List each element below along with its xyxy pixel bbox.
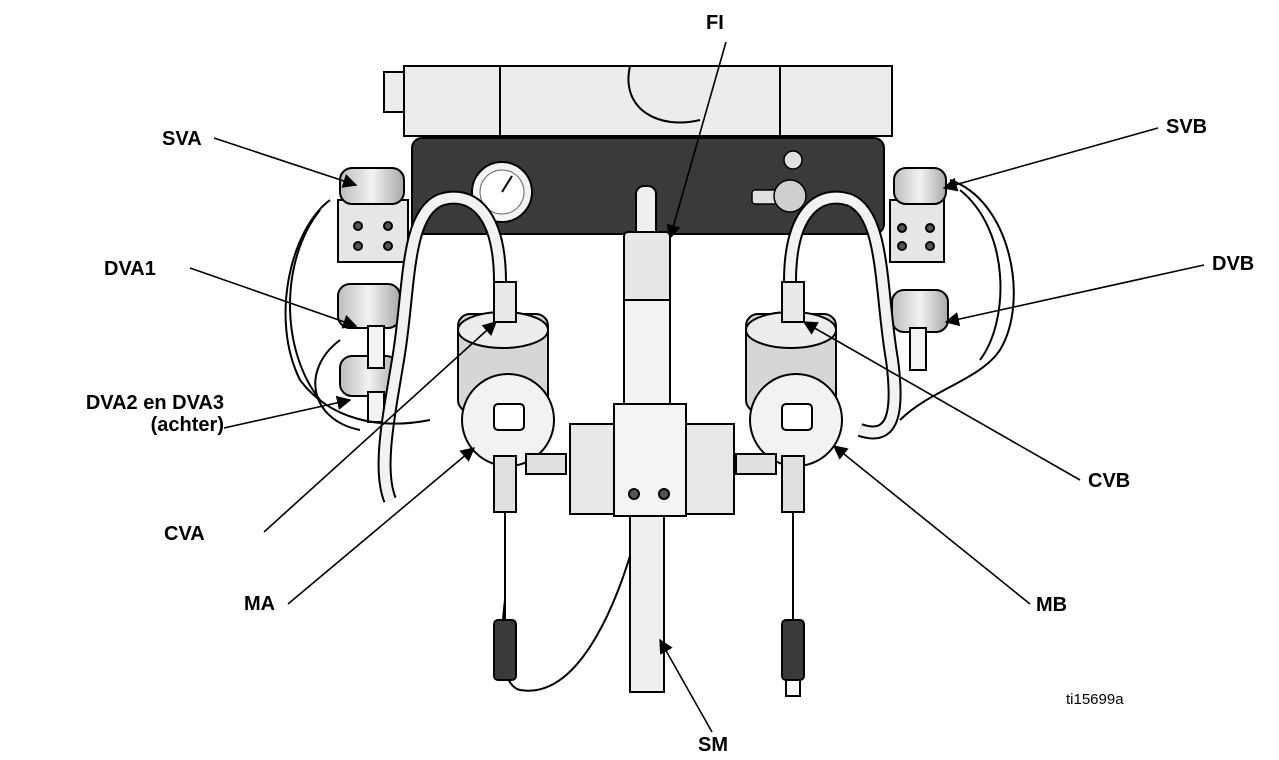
callout-dva2-line2: (achter) <box>150 414 224 436</box>
leader-dva1 <box>189 267 358 329</box>
callout-cvb: CVB <box>1088 470 1131 492</box>
callout-dva2-dva3: DVA2 en DVA3 (achter) <box>10 392 224 436</box>
callout-cva: CVA <box>164 523 205 545</box>
callout-dvb: DVB <box>1212 253 1255 275</box>
leader-cva <box>263 321 498 533</box>
leader-sva <box>213 137 358 188</box>
figure-id: ti15699a <box>1066 691 1124 708</box>
leader-lines <box>189 41 1205 733</box>
hoses <box>284 65 1015 692</box>
leader-dvb <box>944 264 1205 327</box>
leader-cvb <box>802 321 1081 481</box>
left-meter <box>457 281 567 681</box>
callout-ma: MA <box>244 593 276 615</box>
leader-fi <box>666 41 727 240</box>
leader-mb <box>832 445 1031 605</box>
callout-mb: MB <box>1036 594 1068 616</box>
leader-svb <box>942 127 1159 192</box>
leader-ma <box>287 447 476 605</box>
callout-sm: SM <box>698 734 728 756</box>
leader-sm <box>659 638 713 733</box>
right-meter <box>735 281 843 697</box>
center-manifold <box>569 185 735 693</box>
right-valve-bracket <box>889 167 949 371</box>
callout-dva2-line1: DVA2 en DVA3 <box>85 392 224 414</box>
callout-sva: SVA <box>162 128 202 150</box>
callout-fi: FI <box>706 12 724 34</box>
leader-dva2 <box>223 395 352 429</box>
callout-dva1: DVA1 <box>104 258 156 280</box>
callout-svb: SVB <box>1166 116 1208 138</box>
upper-frame <box>383 65 893 137</box>
